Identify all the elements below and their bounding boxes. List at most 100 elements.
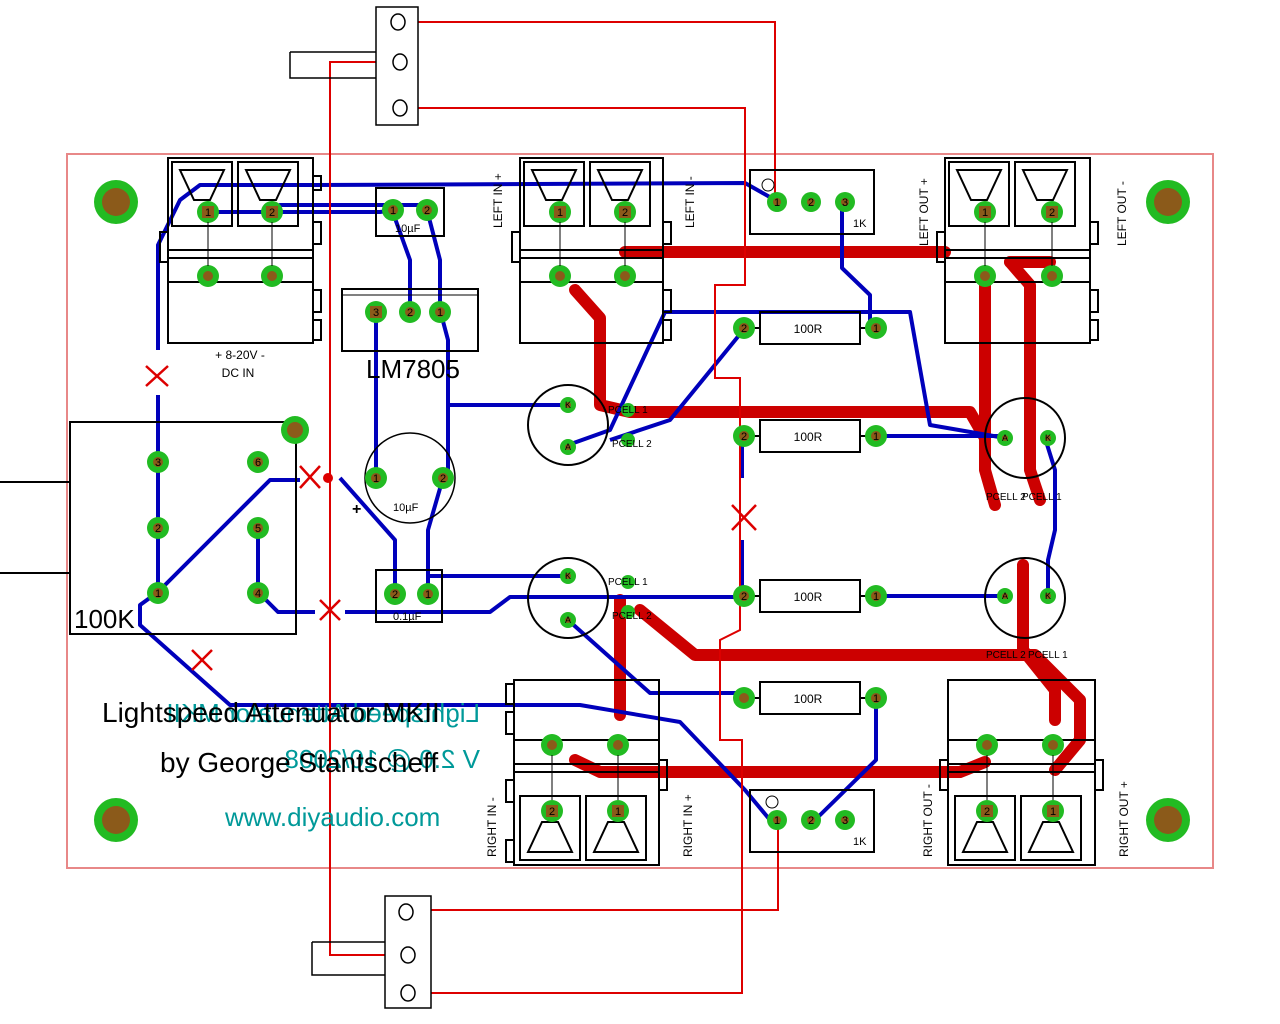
- pin-label: A: [565, 442, 571, 452]
- ldr-bodies: [527, 384, 1066, 639]
- pad: [560, 568, 576, 584]
- pad: [801, 810, 821, 830]
- ldr-left-in-body: [527, 384, 609, 466]
- lm7805-body: [341, 288, 479, 352]
- cap-value: 10µF: [395, 223, 421, 235]
- resistor-value: 100R: [794, 322, 823, 336]
- mirrored-copper-text: Lightspeed Attenuator MKII V 2.0 @ 10/20…: [166, 698, 480, 774]
- pad: [1042, 800, 1064, 822]
- pad: [247, 582, 269, 604]
- pad: [432, 467, 454, 489]
- jumper-wire: [408, 820, 779, 911]
- jumper-wire: [400, 107, 746, 994]
- pad: [384, 583, 406, 605]
- terminal-block-right-in: [505, 679, 668, 866]
- pad: [365, 301, 387, 323]
- ldr-right-out-body: [984, 557, 1066, 639]
- resistor-value: 100R: [794, 590, 823, 604]
- pin-label: 2: [984, 806, 990, 818]
- pad: [835, 810, 855, 830]
- pin-label: 2: [741, 591, 747, 603]
- pin-label: 3: [373, 307, 379, 319]
- pin-label: 2: [155, 523, 161, 535]
- pad: [197, 201, 219, 223]
- pad-numbers: 1 2 1 2 1 2 2 1 2 1 1 2 3 2 1 1 2 2 1 3 …: [155, 197, 1056, 827]
- pin-label: 1: [373, 473, 379, 485]
- pad: [1040, 430, 1056, 446]
- mounting-holes: [94, 180, 1190, 842]
- pin-label: 5: [255, 523, 261, 535]
- cap-polarity: +: [352, 501, 361, 518]
- cap-c3-body: [375, 569, 443, 623]
- terminal-block-left-out: [936, 157, 1099, 344]
- offboard-connector-bottom: [311, 895, 432, 1009]
- pot-label: 100K: [74, 604, 135, 634]
- pad: [197, 265, 219, 287]
- pin-label: 1: [873, 431, 879, 443]
- pin-label: 1: [774, 815, 780, 827]
- pcell-label: PCELL 1: [1028, 650, 1068, 661]
- connector-label: RIGHT OUT -: [921, 784, 935, 857]
- junction-dot: [323, 473, 333, 483]
- pad: [733, 317, 755, 339]
- pin-label: 3: [842, 815, 848, 827]
- pad: [560, 612, 576, 628]
- bottom-trace: [566, 618, 745, 695]
- pad: [560, 397, 576, 413]
- pin-label: 2: [440, 473, 446, 485]
- pad: [865, 317, 887, 339]
- pcell-label: PCELL 1: [1022, 492, 1062, 503]
- pin-label: A: [1002, 433, 1008, 443]
- pad: [835, 192, 855, 212]
- bottom-trace: [840, 205, 872, 328]
- pcell-label: PCELL 1: [608, 405, 648, 416]
- pad: [767, 810, 787, 830]
- cap-c1-body: [375, 187, 445, 237]
- bottom-trace: [390, 209, 412, 310]
- ldr-left-out-body: [984, 397, 1066, 479]
- pad: [997, 588, 1013, 604]
- pin-label: 1: [873, 591, 879, 603]
- board-outline: [66, 153, 1214, 869]
- pad: [621, 575, 635, 589]
- pin-label: 1: [873, 323, 879, 335]
- pin-label: 6: [255, 457, 261, 469]
- pad: [281, 416, 309, 444]
- pad: [976, 800, 998, 822]
- pad: [247, 517, 269, 539]
- bottom-trace: [567, 310, 1006, 447]
- jumper-wire: [329, 478, 408, 956]
- pad: [1042, 734, 1064, 756]
- pad: [417, 583, 439, 605]
- pad: [541, 734, 563, 756]
- ldr-right-in-body: [527, 557, 609, 639]
- pad: [399, 301, 421, 323]
- resistor-value: 100R: [794, 692, 823, 706]
- pcell-label: PCELL 2: [986, 650, 1026, 661]
- connector-label: LEFT OUT +: [917, 178, 931, 246]
- pin-label: K: [1045, 591, 1051, 601]
- trimmer-bottom-body: [749, 789, 875, 853]
- mirror-version: V 2.0 @ 10/2008: [284, 744, 480, 774]
- pad: [614, 201, 636, 223]
- pin-label: 2: [407, 307, 413, 319]
- board-author: by George Stantscheff: [160, 747, 438, 778]
- x-marker: [731, 504, 757, 531]
- pad: [621, 433, 635, 447]
- pad: [733, 585, 755, 607]
- pin-label: 2: [1049, 207, 1055, 219]
- bottom-trace: [1043, 437, 1057, 596]
- trimmer-top-body: [749, 169, 875, 235]
- pad: [416, 199, 438, 221]
- pin-label: 2: [622, 207, 628, 219]
- pin-label: 2: [741, 431, 747, 443]
- pad: [1041, 265, 1063, 287]
- bottom-trace: [426, 477, 445, 594]
- pin-label: 1: [615, 806, 621, 818]
- pin-label: 1: [982, 207, 988, 219]
- pin-label: 2: [741, 323, 747, 335]
- pad: [614, 265, 636, 287]
- top-traces: [569, 246, 1086, 778]
- pad: [974, 201, 996, 223]
